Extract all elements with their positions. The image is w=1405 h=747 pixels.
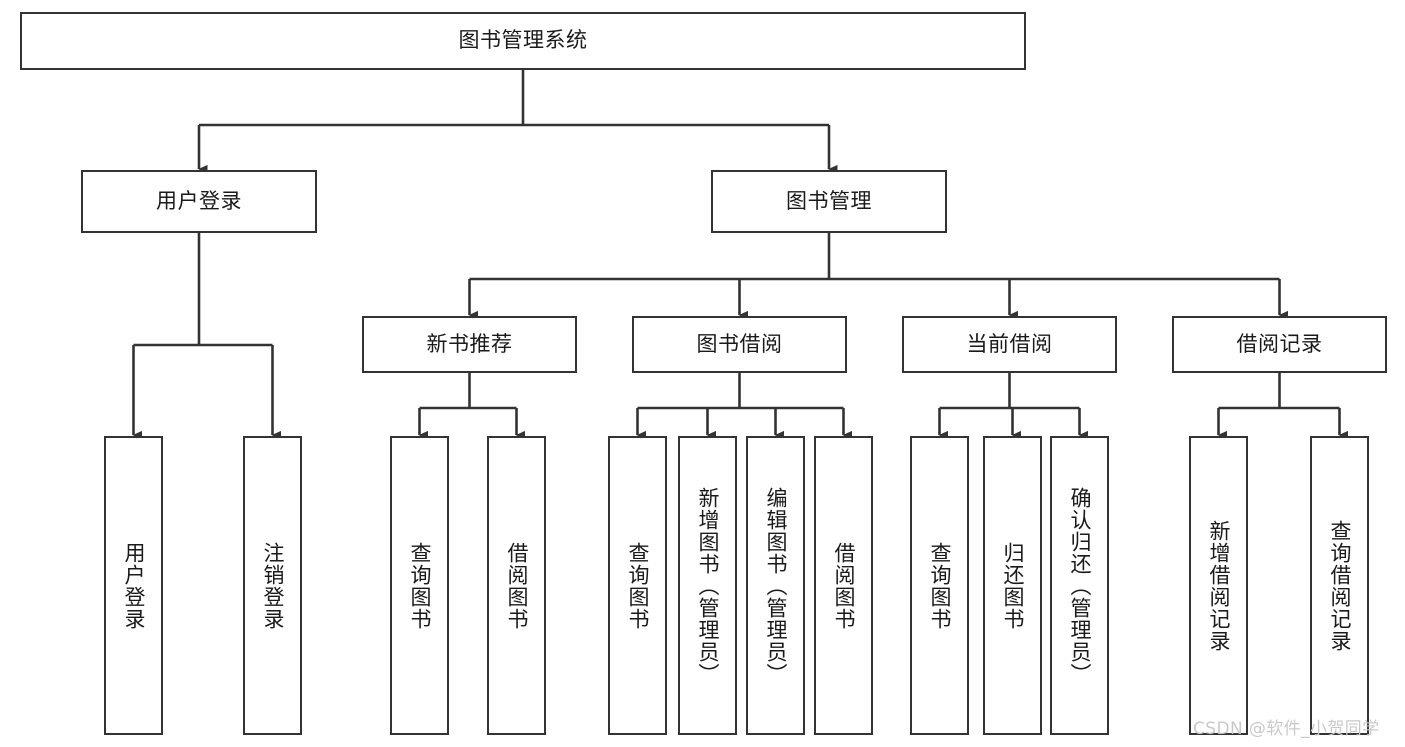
node-label-leaf-edit-book: 编辑图书（管理员）: [763, 486, 788, 685]
node-label-leaf-logout: 注销登录: [260, 541, 285, 630]
node-label-root: 图书管理系统: [458, 28, 588, 53]
node-leaf-query-book-2[interactable]: 查询图书: [608, 436, 667, 735]
node-leaf-query-record[interactable]: 查询借阅记录: [1310, 436, 1369, 735]
node-label-leaf-user-login: 用户登录: [121, 541, 146, 630]
node-label-leaf-borrow-book-1: 借阅图书: [504, 541, 529, 630]
node-label-borrow-record: 借阅记录: [1236, 331, 1323, 356]
node-label-user-login: 用户登录: [156, 188, 242, 213]
node-label-leaf-borrow-book-2: 借阅图书: [831, 541, 856, 630]
node-label-leaf-add-book: 新增图书（管理员）: [695, 486, 720, 685]
node-book-borrow[interactable]: 图书借阅: [632, 316, 847, 373]
node-label-leaf-query-book-2: 查询图书: [625, 541, 650, 630]
node-new-book-recommend[interactable]: 新书推荐: [362, 316, 577, 373]
node-leaf-confirm-return[interactable]: 确认归还（管理员）: [1050, 436, 1109, 735]
node-leaf-user-login[interactable]: 用户登录: [104, 436, 163, 735]
node-label-book-borrow: 图书借阅: [696, 331, 783, 356]
node-label-leaf-add-record: 新增借阅记录: [1206, 519, 1231, 652]
node-current-borrow[interactable]: 当前借阅: [902, 316, 1117, 373]
node-borrow-record[interactable]: 借阅记录: [1172, 316, 1387, 373]
connector-lines: [132, 70, 1349, 440]
node-label-leaf-query-book-3: 查询图书: [927, 541, 952, 630]
node-label-new-book-recommend: 新书推荐: [426, 331, 513, 356]
node-leaf-query-book-1[interactable]: 查询图书: [390, 436, 449, 735]
node-leaf-query-book-3[interactable]: 查询图书: [910, 436, 969, 735]
node-user-login[interactable]: 用户登录: [81, 170, 317, 233]
node-leaf-add-book[interactable]: 新增图书（管理员）: [678, 436, 737, 735]
node-leaf-borrow-book-1[interactable]: 借阅图书: [487, 436, 546, 735]
node-label-leaf-return-book: 归还图书: [1000, 541, 1025, 630]
node-leaf-return-book[interactable]: 归还图书: [983, 436, 1042, 735]
node-root[interactable]: 图书管理系统: [20, 12, 1026, 70]
watermark: CSDN @软件_小贺同学: [1193, 719, 1380, 739]
node-label-current-borrow: 当前借阅: [966, 331, 1053, 356]
node-label-book-manage: 图书管理: [786, 188, 872, 213]
node-label-leaf-query-book-1: 查询图书: [407, 541, 432, 630]
node-label-leaf-query-record: 查询借阅记录: [1327, 519, 1352, 652]
node-leaf-borrow-book-2[interactable]: 借阅图书: [814, 436, 873, 735]
node-label-leaf-confirm-return: 确认归还（管理员）: [1067, 486, 1092, 685]
node-leaf-add-record[interactable]: 新增借阅记录: [1189, 436, 1248, 735]
node-leaf-edit-book[interactable]: 编辑图书（管理员）: [746, 436, 805, 735]
node-leaf-logout[interactable]: 注销登录: [243, 436, 302, 735]
node-book-manage[interactable]: 图书管理: [711, 170, 947, 233]
